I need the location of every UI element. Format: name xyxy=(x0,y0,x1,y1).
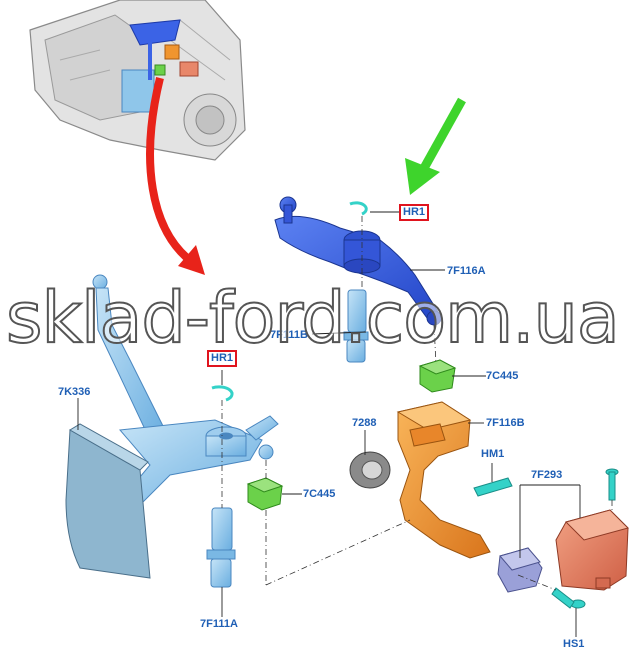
selector-7f116b xyxy=(396,401,491,559)
unit-7f293 xyxy=(555,509,629,591)
label-7k336: 7K336 xyxy=(58,386,91,398)
gearbox-overview xyxy=(29,0,246,161)
red-arrow xyxy=(146,77,205,275)
pin-7f111b xyxy=(343,289,369,363)
watermark: sklad-ford.com.ua xyxy=(5,277,621,359)
label-7c445-right: 7C445 xyxy=(486,370,519,382)
label-hr1-top: HR1 xyxy=(399,204,430,221)
label-hr1-left: HR1 xyxy=(207,350,238,367)
green-arrow xyxy=(405,97,466,195)
label-7f116a: 7F116A xyxy=(447,265,486,277)
circlip-hr1-lower xyxy=(211,385,234,402)
assembly-lines xyxy=(221,216,613,591)
circlip-hr1-upper xyxy=(349,201,368,216)
shift-lever-7f116a xyxy=(274,196,442,326)
label-7c445-left: 7C445 xyxy=(303,488,336,500)
screw-top-right xyxy=(605,468,619,501)
block-7c445-upper xyxy=(418,359,457,393)
sensor-lavender xyxy=(497,547,543,593)
label-7f111a: 7F111A xyxy=(200,618,238,630)
label-7f116b: 7F116B xyxy=(486,417,525,429)
label-hs1: HS1 xyxy=(563,638,585,650)
screw-hs1 xyxy=(551,587,586,609)
label-7f293: 7F293 xyxy=(531,469,563,481)
block-7c445-lower xyxy=(246,477,284,511)
label-7288: 7288 xyxy=(352,417,377,429)
label-7f111b: 7F111B xyxy=(270,329,308,341)
leader-lines xyxy=(77,211,581,637)
seal-7288 xyxy=(349,451,391,489)
pin-hm1 xyxy=(473,477,513,497)
lever-assembly-7k336 xyxy=(65,274,279,579)
label-hm1: HM1 xyxy=(481,448,505,460)
pin-7f111a xyxy=(206,507,236,588)
